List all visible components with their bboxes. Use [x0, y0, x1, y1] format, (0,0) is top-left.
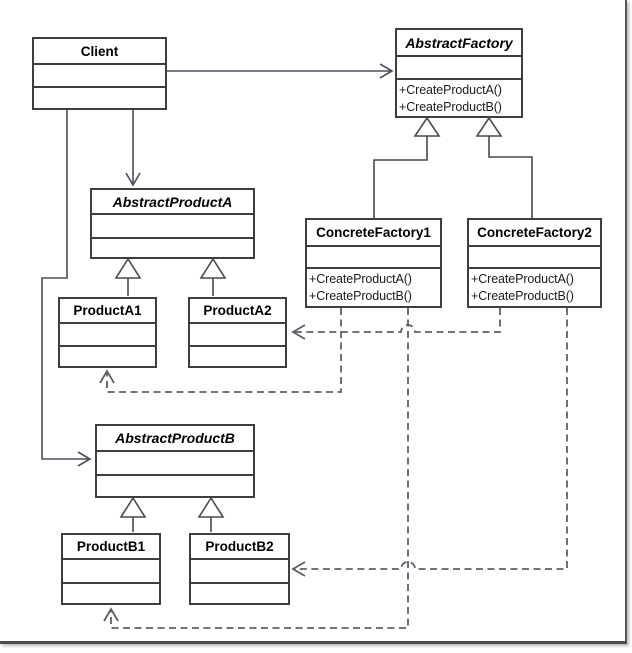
association-client-abstractproductb-line — [41, 110, 90, 460]
method-label: +CreateProductA() — [309, 272, 412, 286]
class-name-abstract-product-a: AbstractProductA — [112, 193, 233, 210]
class-box-product-a2: ProductA2 — [188, 297, 287, 368]
methods-compartment — [34, 86, 165, 108]
dependency-concretefactory2-producta2-line — [294, 308, 501, 333]
open-arrowhead-icon — [291, 324, 306, 340]
methods-compartment — [92, 237, 253, 257]
open-arrowhead-icon — [77, 451, 92, 467]
method-label: +CreateProductB() — [471, 289, 574, 303]
attributes-compartment — [307, 245, 440, 267]
method-label: +CreateProductB() — [309, 289, 412, 303]
hollow-triangle-icon — [199, 257, 227, 279]
class-box-client: Client — [32, 37, 167, 110]
attributes-compartment — [60, 322, 155, 345]
attributes-compartment — [190, 322, 285, 345]
class-name-product-a1: ProductA1 — [73, 303, 142, 318]
hollow-triangle-icon — [197, 496, 225, 518]
class-name-concrete-factory-2: ConcreteFactory2 — [477, 225, 592, 240]
class-box-abstract-product-b: AbstractProductB — [95, 424, 255, 498]
hollow-triangle-icon — [475, 116, 503, 137]
open-arrowhead-icon — [99, 369, 115, 384]
class-box-abstract-factory: AbstractFactory +CreateProductA() +Creat… — [395, 28, 523, 118]
methods-compartment: +CreateProductA() +CreateProductB() — [397, 78, 521, 116]
class-box-concrete-factory-2: ConcreteFactory2 +CreateProductA() +Crea… — [467, 218, 602, 308]
methods-compartment — [191, 582, 288, 603]
hollow-triangle-icon — [119, 496, 147, 518]
class-name-abstract-factory: AbstractFactory — [405, 34, 513, 51]
methods-compartment — [60, 345, 155, 366]
class-box-product-a1: ProductA1 — [58, 297, 157, 368]
open-arrowhead-icon — [125, 172, 141, 187]
dependency-concretefactory2-productb2-line — [294, 308, 568, 570]
method-label: +CreateProductB() — [399, 100, 502, 114]
class-name-product-a2: ProductA2 — [203, 303, 272, 318]
class-box-concrete-factory-1: ConcreteFactory1 +CreateProductA() +Crea… — [305, 218, 442, 308]
attributes-compartment — [97, 450, 253, 474]
hollow-triangle-icon — [413, 116, 441, 137]
class-box-product-b2: ProductB2 — [189, 533, 290, 605]
class-name-concrete-factory-1: ConcreteFactory1 — [316, 225, 431, 240]
methods-compartment — [97, 474, 253, 496]
attributes-compartment — [191, 558, 288, 582]
hollow-triangle-icon — [114, 257, 142, 279]
open-arrowhead-icon — [103, 607, 119, 622]
attributes-compartment — [63, 558, 159, 582]
methods-compartment — [63, 582, 159, 603]
class-box-product-b1: ProductB1 — [61, 533, 161, 605]
attributes-compartment — [397, 55, 521, 78]
open-arrowhead-icon — [379, 63, 394, 79]
method-label: +CreateProductA() — [399, 83, 502, 97]
class-name-abstract-product-b: AbstractProductB — [115, 430, 235, 446]
generalization-concretefactory1-line — [373, 136, 428, 218]
class-name-client: Client — [80, 43, 119, 59]
methods-compartment: +CreateProductA() +CreateProductB() — [469, 267, 600, 306]
attributes-compartment — [469, 245, 600, 267]
class-name-product-b2: ProductB2 — [205, 539, 274, 554]
attributes-compartment — [34, 63, 165, 86]
attributes-compartment — [92, 213, 253, 237]
method-label: +CreateProductA() — [471, 272, 574, 286]
class-name-product-b1: ProductB1 — [76, 539, 146, 554]
methods-compartment: +CreateProductA() +CreateProductB() — [307, 267, 440, 306]
open-arrowhead-icon — [291, 561, 306, 577]
class-box-abstract-product-a: AbstractProductA — [90, 188, 255, 259]
methods-compartment — [190, 345, 285, 366]
generalization-concretefactory2-line — [488, 136, 533, 218]
